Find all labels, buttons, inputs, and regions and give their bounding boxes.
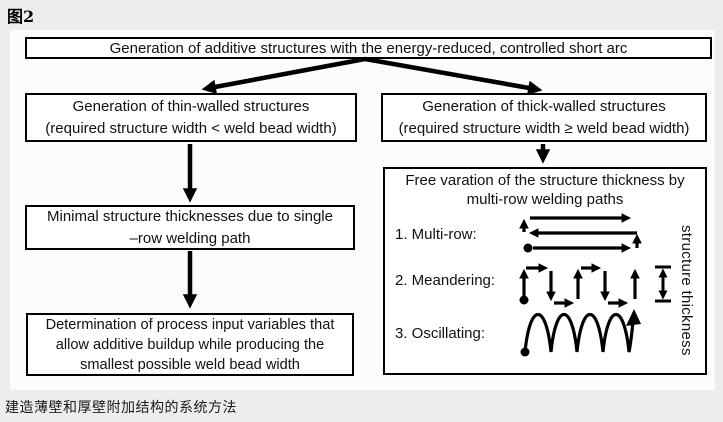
flowchart-box-root-text: Generation of additive structures with t… bbox=[109, 39, 628, 57]
process-variables-line-3: smallest possible weld bead width bbox=[80, 356, 300, 373]
structure-thickness-side-label: structure thickness bbox=[678, 224, 695, 356]
meandering-item-label: 2. Meandering: bbox=[395, 272, 496, 289]
figure-number-label: 图2 bbox=[7, 7, 35, 26]
oscillating-item-label: 3. Oscillating: bbox=[395, 325, 486, 342]
minimal-thickness-line-1: Minimal structure thicknesses due to sin… bbox=[47, 207, 333, 225]
free-variation-title: Free varation of the structure thickness… bbox=[385, 171, 705, 209]
flowchart-box-thick-walled: Generation of thick-walled structures (r… bbox=[381, 93, 707, 142]
free-variation-title-line-1: Free varation of the structure thickness… bbox=[405, 172, 685, 189]
process-variables-line-1: Determination of process input variables… bbox=[45, 316, 335, 333]
thick-walled-line-2: (required structure width ≥ weld bead wi… bbox=[398, 119, 690, 137]
flowchart-box-root: Generation of additive structures with t… bbox=[25, 37, 712, 59]
process-variables-line-2: allow additive buildup while producing t… bbox=[55, 336, 325, 353]
flowchart-box-free-variation: Free varation of the structure thickness… bbox=[383, 167, 707, 375]
multi-row-item-label: 1. Multi-row: bbox=[395, 226, 477, 243]
figure-caption: 建造薄壁和厚壁附加结构的系统方法 bbox=[5, 399, 237, 415]
thick-walled-line-1: Generation of thick-walled structures bbox=[422, 97, 666, 115]
flowchart-box-process-variables: Determination of process input variables… bbox=[26, 313, 354, 376]
thin-walled-line-1: Generation of thin-walled structures bbox=[72, 97, 310, 115]
free-variation-title-line-2: multi-row welding paths bbox=[466, 191, 624, 208]
flowchart-box-thin-walled: Generation of thin-walled structures (re… bbox=[25, 93, 357, 142]
thin-walled-line-2: (required structure width < weld bead wi… bbox=[45, 119, 337, 137]
flowchart-box-minimal-thickness: Minimal structure thicknesses due to sin… bbox=[25, 205, 355, 250]
minimal-thickness-line-2: –row welding path bbox=[129, 229, 251, 247]
